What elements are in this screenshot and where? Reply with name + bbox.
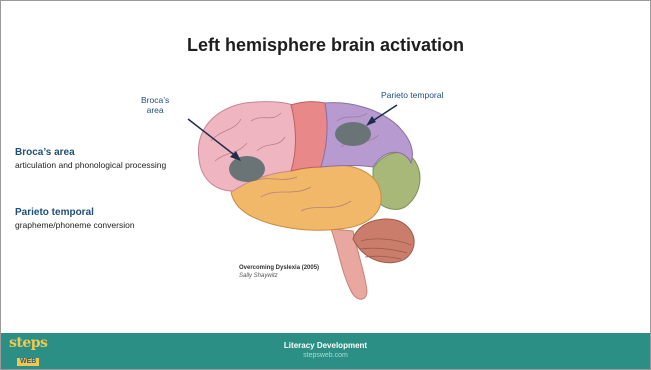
broca-activation [229, 156, 265, 182]
credit-book: Overcoming Dyslexia (2005) [239, 265, 319, 273]
footer-title: Literacy Development [1, 341, 650, 351]
footer-text: Literacy Development stepsweb.com [1, 341, 650, 360]
parieto-callout-label: Parieto temporal [381, 90, 443, 100]
motor-cortex [291, 102, 327, 171]
credit-author: Sally Shaywitz [239, 273, 319, 281]
parieto-activation [335, 122, 371, 146]
broca-callout-label: Broca’s area [141, 95, 169, 115]
image-credit: Overcoming Dyslexia (2005) Sally Shaywit… [239, 265, 319, 281]
footer-bar: steps WEB Literacy Development stepsweb.… [1, 333, 650, 369]
footer-site: stepsweb.com [1, 351, 650, 360]
